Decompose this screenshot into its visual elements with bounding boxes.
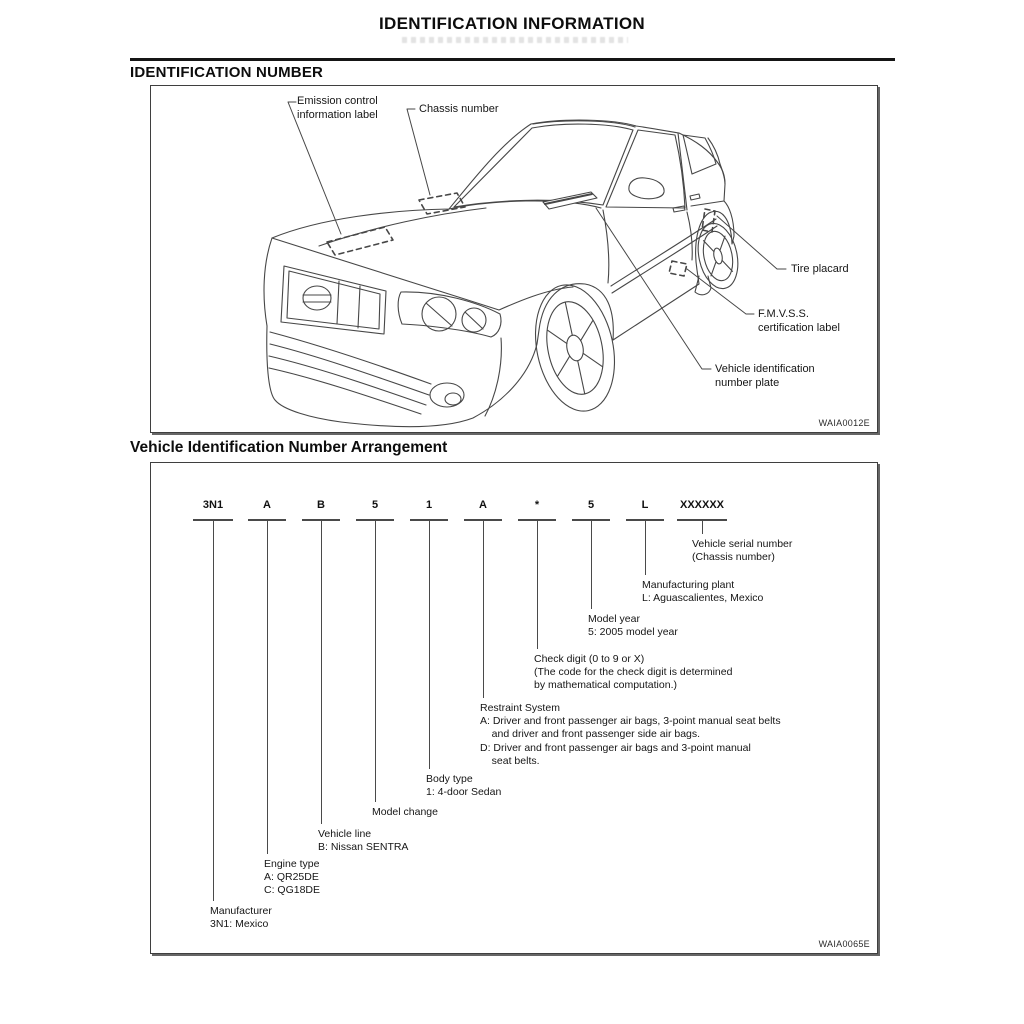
vin-char: 1	[425, 499, 433, 511]
vin-connector-line	[644, 521, 646, 575]
figure-code: WAIA0012E	[818, 418, 870, 428]
section-divider	[130, 58, 895, 61]
vin-underline	[410, 519, 448, 521]
leader-lines	[287, 101, 787, 370]
vin-label-manufacturer: Manufacturer 3N1: Mexico	[210, 905, 272, 931]
rear-wheel	[697, 222, 739, 290]
vin-underline	[677, 519, 727, 521]
vin-underline	[518, 519, 556, 521]
vin-char: L	[641, 499, 649, 511]
vin-connector-line	[590, 521, 592, 609]
vin-connector-line	[701, 521, 703, 534]
front-wheel	[534, 284, 616, 412]
chassis-leader	[406, 108, 431, 196]
vin-underline	[626, 519, 664, 521]
scan-artifact	[402, 37, 628, 43]
vin-char: A	[263, 499, 271, 511]
chassis-label-text: Chassis number	[419, 103, 499, 115]
chassis-number-marker	[418, 192, 466, 215]
car-illustration	[263, 101, 787, 428]
vin-connector-line	[320, 521, 322, 824]
emission-label-text: Emission control information label	[297, 95, 378, 121]
vin-plate-leader	[595, 207, 712, 370]
vin-underline	[302, 519, 340, 521]
heading-identification-number: IDENTIFICATION NUMBER	[130, 64, 324, 81]
page-title: IDENTIFICATION INFORMATION	[379, 14, 645, 33]
vin-label-model-change: Model change	[372, 806, 438, 818]
heading-vin-arrangement: Vehicle Identification Number Arrangemen…	[130, 439, 448, 456]
vin-label-serial-number: Vehicle serial number (Chassis number)	[692, 538, 793, 564]
vin-char: 5	[587, 499, 595, 511]
vin-connector-line	[374, 521, 376, 802]
vin-char: XXXXXX	[679, 499, 725, 511]
vin-label-engine-type: Engine type A: QR25DE C: QG18DE	[264, 858, 321, 897]
vin-label-manufacturing-plant: Manufacturing plant L: Aguascalientes, M…	[642, 579, 764, 605]
vin-underline	[464, 519, 502, 521]
emission-leader	[287, 101, 342, 235]
fmvss-leader	[686, 268, 755, 315]
vin-char: 5	[371, 499, 379, 511]
vin-plate-label-text: Vehicle identification number plate	[715, 363, 815, 389]
vin-underline	[572, 519, 610, 521]
vin-underline	[356, 519, 394, 521]
fmvss-label-marker	[668, 260, 688, 277]
vin-connector-line	[266, 521, 268, 854]
vin-label-check-digit: Check digit (0 to 9 or X) (The code for …	[534, 653, 733, 692]
emission-label-marker	[326, 226, 394, 256]
tire-placard-label-text: Tire placard	[791, 263, 849, 275]
vin-label-restraint-system: Restraint System A: Driver and front pas…	[480, 702, 781, 767]
vin-underline	[248, 519, 286, 521]
vin-underline	[193, 519, 233, 521]
figure-code: WAIA0065E	[818, 939, 870, 949]
vin-char: B	[317, 499, 325, 511]
vin-label-body-type: Body type 1: 4-door Sedan	[426, 773, 502, 799]
vin-label-vehicle-line: Vehicle line B: Nissan SENTRA	[318, 828, 409, 854]
tire-placard-leader	[716, 215, 787, 270]
vin-char: *	[534, 499, 540, 511]
vin-char: A	[479, 499, 487, 511]
fmvss-label-text: F.M.V.S.S. certification label	[758, 308, 840, 334]
vin-connector-line	[536, 521, 538, 649]
label-location-markers	[326, 192, 716, 277]
vin-connector-line	[428, 521, 430, 769]
tire-placard-marker	[701, 208, 716, 233]
vin-connector-line	[482, 521, 484, 698]
vin-char: 3N1	[202, 499, 224, 511]
vin-label-model-year: Model year 5: 2005 model year	[588, 613, 678, 639]
figure-identification-number: Emission control information label Chass…	[150, 85, 878, 433]
vin-connector-line	[212, 521, 214, 901]
figure-vin-arrangement: 3N1 Manufacturer 3N1: Mexico A Engine ty…	[150, 462, 878, 954]
